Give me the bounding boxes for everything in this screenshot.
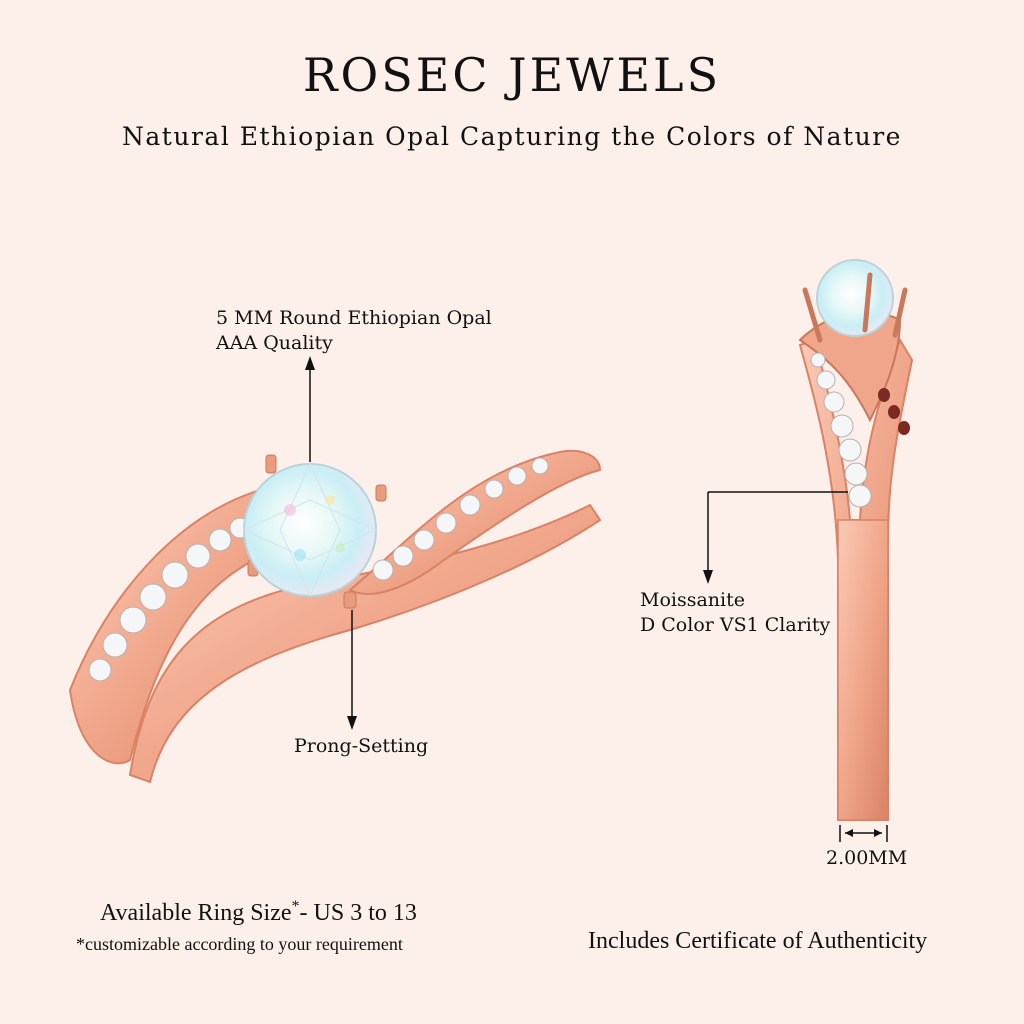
left-ring-prongs xyxy=(247,454,387,609)
annotation-lines xyxy=(305,356,888,842)
side-stone-callout-line1: Moissanite xyxy=(640,589,745,611)
left-ring-shank-left xyxy=(68,488,292,765)
band-width-label: 2.00MM xyxy=(826,847,908,869)
certificate-text: Includes Certificate of Authenticity xyxy=(588,928,928,954)
side-stone-callout-line2: D Color VS1 Clarity xyxy=(640,614,831,636)
right-ring xyxy=(798,259,914,821)
left-ring-band-back xyxy=(128,503,602,784)
setting-callout: Prong-Setting xyxy=(294,735,429,757)
right-ring-gallery-holes xyxy=(878,388,910,435)
left-ring xyxy=(68,450,602,784)
ring-size-suffix: - US 3 to 13 xyxy=(299,900,417,926)
ring-size-prefix: Available Ring Size xyxy=(100,900,292,926)
right-ring-opal xyxy=(816,259,894,337)
ring-size-text: Available Ring Size*- US 3 to 13 xyxy=(100,898,417,927)
left-ring-opal xyxy=(243,463,377,597)
right-ring-prongs xyxy=(802,272,908,343)
stone-callout-line2: AAA Quality xyxy=(216,332,333,354)
right-ring-side-stones xyxy=(810,352,872,508)
ring-size-note: *customizable according to your requirem… xyxy=(76,934,403,954)
left-ring-side-stones xyxy=(88,457,549,682)
stone-callout-line1: 5 MM Round Ethiopian Opal xyxy=(216,307,492,329)
ring-size-mark: * xyxy=(291,898,300,915)
tagline: Natural Ethiopian Opal Capturing the Col… xyxy=(122,122,902,151)
left-ring-opal-fire xyxy=(284,495,345,561)
right-ring-band-side xyxy=(837,519,889,821)
brand-title: ROSEC JEWELS xyxy=(302,48,722,102)
